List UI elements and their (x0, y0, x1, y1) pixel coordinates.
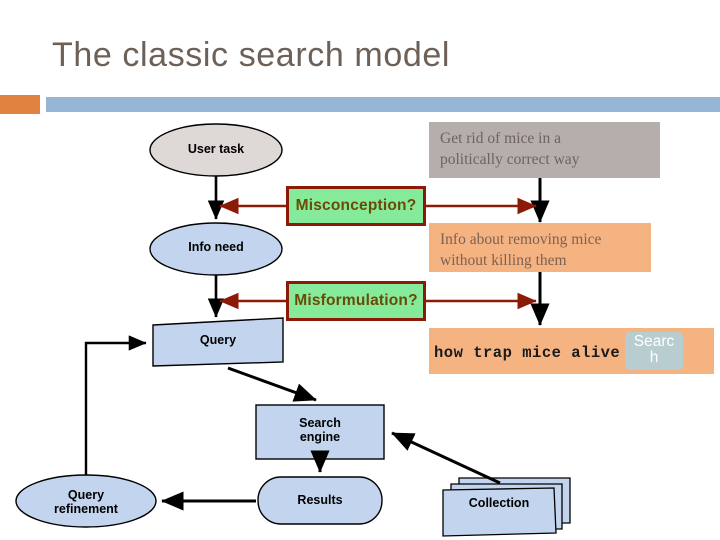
example-info-need-box: Info about removing mice without killing… (429, 223, 651, 272)
node-query-refinement (15, 474, 157, 528)
example-task-line1: Get rid of mice in a (440, 130, 561, 147)
issue-box-misconception: Misconception? (286, 186, 426, 226)
page-title: The classic search model (52, 36, 450, 74)
search-input[interactable]: how trap mice alive (434, 344, 621, 362)
example-need-line2: without killing them (440, 251, 567, 269)
edge-query-to-search-engine (227, 366, 317, 402)
issue-box-misformulation: Misformulation? (286, 281, 426, 321)
example-need-line1: Info about removing mice (440, 231, 602, 248)
accent-bar (0, 95, 40, 114)
divider-bar (46, 97, 720, 112)
example-task-line2: politically correct way (440, 150, 580, 168)
search-button[interactable]: Searc h (625, 332, 683, 370)
node-user-task (149, 123, 283, 177)
edge-query-refinement-to-query (84, 335, 147, 475)
node-collection (442, 477, 571, 537)
search-button-label-line2: h (649, 349, 659, 367)
node-results (257, 476, 383, 525)
node-query (152, 317, 284, 367)
search-button-label-line1: Searc (633, 333, 675, 350)
node-search-engine (255, 404, 385, 460)
edge-collection-to-search-engine (391, 431, 501, 485)
example-task-box: Get rid of mice in a politically correct… (429, 122, 660, 178)
node-info-need (149, 222, 283, 276)
search-widget: how trap mice alive Searc h (429, 328, 714, 374)
